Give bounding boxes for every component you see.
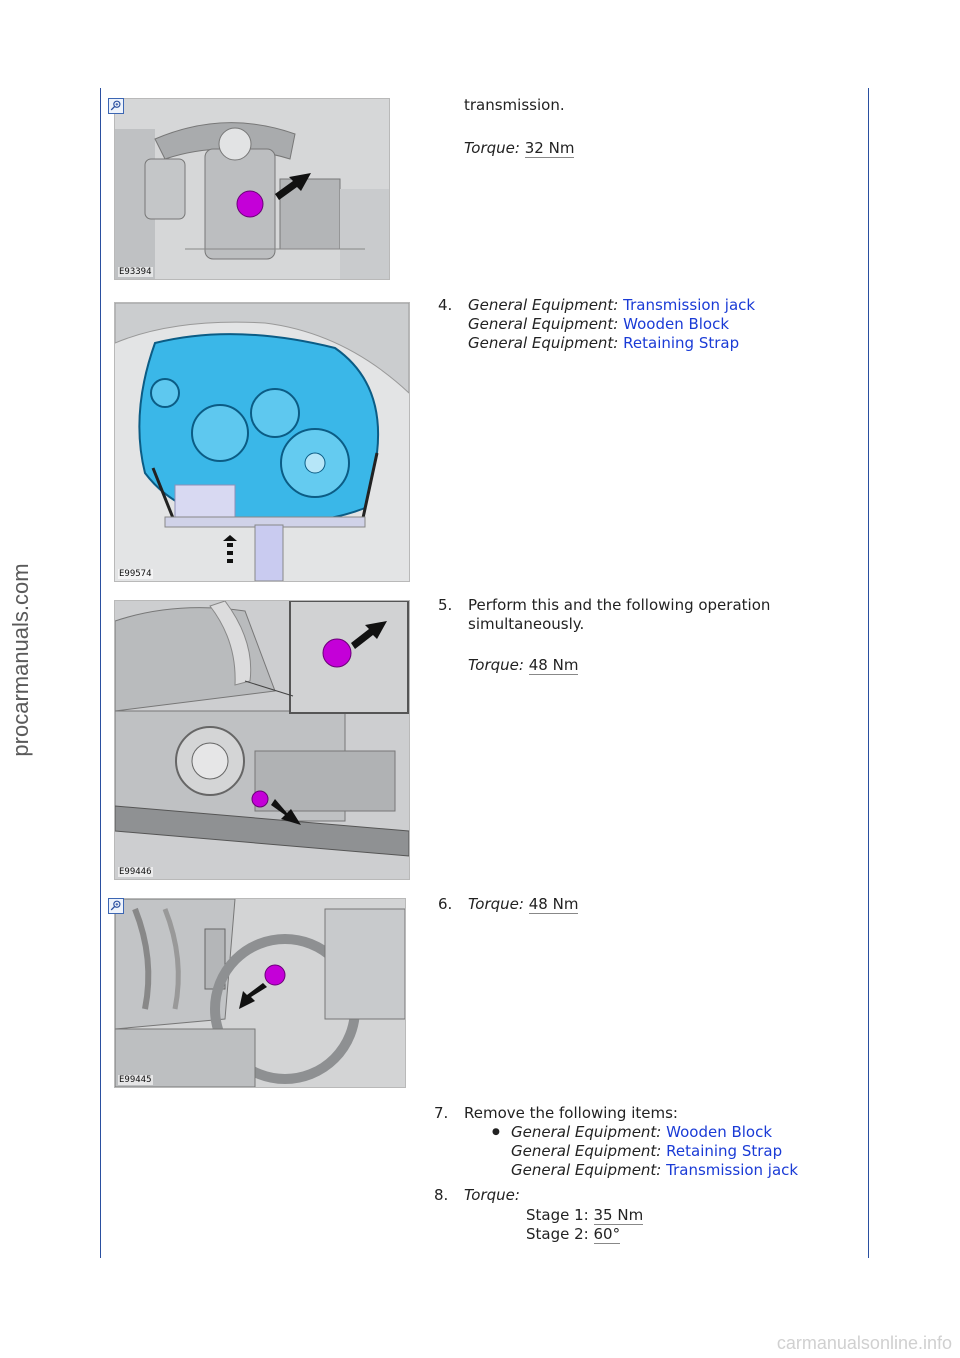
torque-value: 48 Nm xyxy=(528,656,579,675)
equipment-line: General Equipment: Transmission jack xyxy=(511,1161,799,1179)
torque-value: 35 Nm xyxy=(593,1206,644,1225)
step-7: 7. Remove the following items: ● General… xyxy=(434,1104,854,1184)
figure-4: E99445 xyxy=(114,898,406,1088)
figure-2: E99574 xyxy=(114,302,410,582)
right-margin-rule xyxy=(868,88,869,1258)
equipment-link[interactable]: Transmission jack xyxy=(623,296,756,314)
torque-line: Torque: 48 Nm xyxy=(468,656,579,675)
step-3-continued: transmission. Torque: 32 Nm xyxy=(438,96,858,166)
step-text: transmission. xyxy=(464,96,565,114)
bullet-icon: ● xyxy=(492,1127,500,1137)
figure-code: E99446 xyxy=(118,867,153,877)
figure-code: E99574 xyxy=(118,569,153,579)
equipment-link[interactable]: Retaining Strap xyxy=(666,1142,783,1160)
stage-1-line: Stage 1: 35 Nm xyxy=(526,1206,644,1225)
equipment-line: General Equipment: Wooden Block xyxy=(511,1123,773,1141)
figure-code: E99445 xyxy=(118,1075,153,1085)
step-8: 8. Torque: Stage 1: 35 Nm Stage 2: 60° xyxy=(434,1186,854,1246)
bottom-watermark: carmanualsonline.info xyxy=(776,1333,952,1353)
figure-4-illustration xyxy=(115,899,405,1087)
torque-value: 48 Nm xyxy=(528,895,579,914)
figure-code: E93394 xyxy=(118,267,153,277)
side-watermark: procarmanuals.com xyxy=(8,563,33,757)
torque-line: Torque: 32 Nm xyxy=(464,139,575,158)
equipment-link[interactable]: Wooden Block xyxy=(666,1123,773,1141)
figure-1: E93394 xyxy=(114,98,390,280)
step-text: Remove the following items: xyxy=(464,1104,678,1122)
torque-label: Torque: xyxy=(464,139,520,157)
figure-2-illustration xyxy=(115,303,409,581)
step-number: 7. xyxy=(434,1104,449,1122)
torque-label: Torque: xyxy=(464,1186,520,1204)
step-number: 6. xyxy=(438,895,453,913)
figure-3-illustration xyxy=(115,601,409,879)
equipment-link[interactable]: Retaining Strap xyxy=(623,334,740,352)
step-text: simultaneously. xyxy=(468,615,585,633)
step-4: 4. General Equipment: Transmission jack … xyxy=(438,296,858,356)
zoom-button[interactable] xyxy=(108,98,124,114)
figure-1-illustration xyxy=(115,99,389,279)
equipment-link[interactable]: Wooden Block xyxy=(623,315,730,333)
step-text: Perform this and the following operation xyxy=(468,596,771,614)
equipment-line: General Equipment: Retaining Strap xyxy=(468,334,740,352)
left-margin-rule xyxy=(100,88,101,1258)
torque-line: Torque: 48 Nm xyxy=(468,895,579,914)
equipment-line: General Equipment: Transmission jack xyxy=(468,296,756,314)
zoom-button[interactable] xyxy=(108,898,124,914)
step-6: 6. Torque: 48 Nm xyxy=(438,895,858,917)
torque-label: Torque: xyxy=(468,895,524,913)
angle-value: 60° xyxy=(593,1225,621,1244)
stage-2-line: Stage 2: 60° xyxy=(526,1225,621,1244)
torque-label: Torque: xyxy=(468,656,524,674)
equipment-link[interactable]: Transmission jack xyxy=(666,1161,799,1179)
step-number: 4. xyxy=(438,296,453,314)
equipment-line: General Equipment: Wooden Block xyxy=(468,315,730,333)
step-number: 8. xyxy=(434,1186,449,1204)
torque-value: 32 Nm xyxy=(524,139,575,158)
step-5: 5. Perform this and the following operat… xyxy=(438,596,858,676)
equipment-line: General Equipment: Retaining Strap xyxy=(511,1142,783,1160)
zoom-in-icon xyxy=(110,100,121,111)
step-number: 5. xyxy=(438,596,453,614)
zoom-in-icon xyxy=(110,900,121,911)
figure-3: E99446 xyxy=(114,600,410,880)
